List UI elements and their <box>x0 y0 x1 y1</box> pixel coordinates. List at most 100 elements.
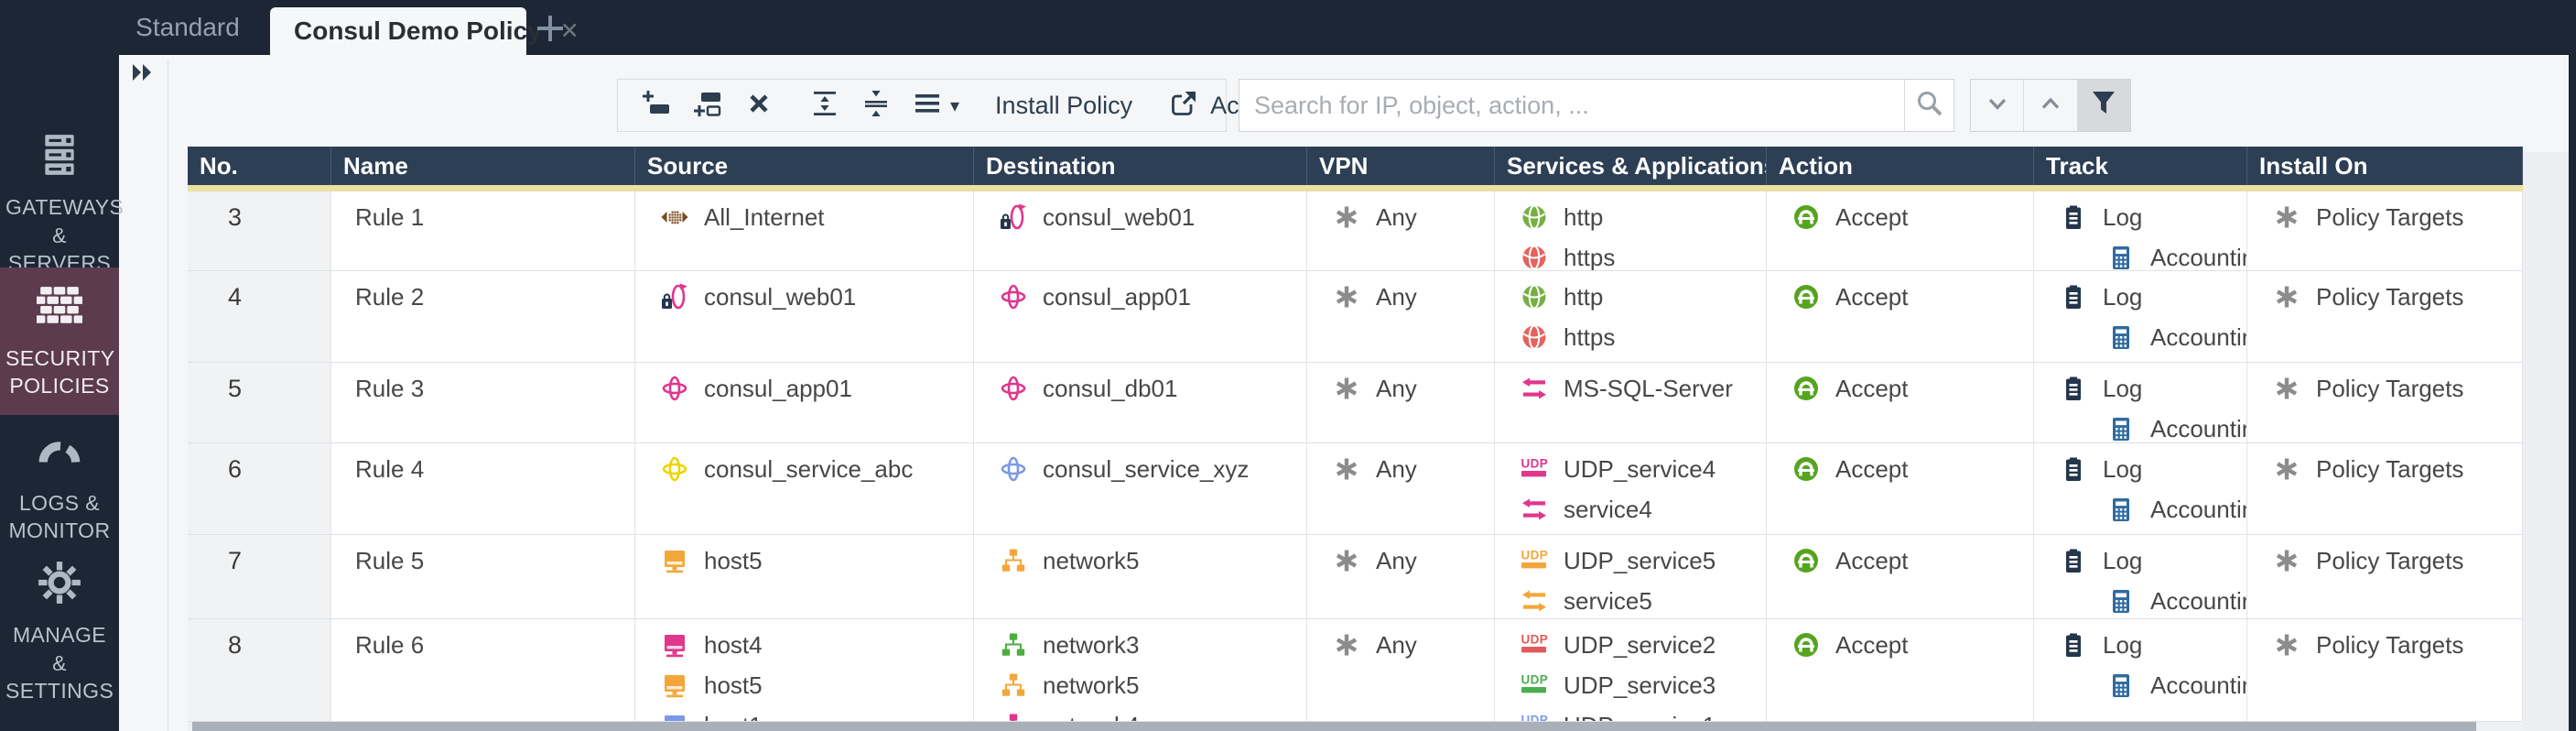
track-object-label[interactable]: Accounting <box>2150 495 2246 523</box>
source-cell[interactable]: consul_service_abc <box>635 443 974 534</box>
destination-object-label[interactable]: consul_web01 <box>1043 202 1196 231</box>
source-cell[interactable]: All_Internet <box>635 191 974 270</box>
tab-consul-demo-policy[interactable]: Consul Demo Policy ✕ <box>270 7 579 55</box>
track-cell[interactable]: LogAccounting <box>2034 363 2247 442</box>
track-cell[interactable]: LogAccounting <box>2034 443 2247 534</box>
services-object-label[interactable]: service4 <box>1564 495 1652 523</box>
vpn-cell[interactable]: Any <box>1307 619 1495 721</box>
source-object-label[interactable]: host5 <box>704 546 763 574</box>
destination-object-label[interactable]: consul_service_xyz <box>1043 454 1250 483</box>
filter-button[interactable] <box>2076 80 2130 131</box>
vertical-scrollbar[interactable] <box>2523 152 2569 731</box>
services-object-label[interactable]: service5 <box>1564 586 1652 615</box>
source-object-label[interactable]: consul_service_abc <box>704 454 914 483</box>
source-object-label[interactable]: host4 <box>704 630 763 659</box>
add-rule-below-button[interactable] <box>682 83 733 127</box>
delete-rule-button[interactable] <box>733 83 785 127</box>
track-object-label[interactable]: Log <box>2103 546 2143 574</box>
track-object-label[interactable]: Log <box>2103 282 2143 311</box>
install-policy-button[interactable]: Install Policy <box>995 91 1133 119</box>
track-object-label[interactable]: Log <box>2103 374 2143 402</box>
services-object-label[interactable]: UDP_service5 <box>1564 546 1716 574</box>
column-header-install-on[interactable]: Install On <box>2247 147 2523 185</box>
track-object-label[interactable]: Log <box>2103 454 2143 483</box>
rule-number-cell[interactable]: 5 <box>188 363 331 442</box>
destination-cell[interactable]: consul_web01 <box>974 191 1307 270</box>
services-object-label[interactable]: UDP_service4 <box>1564 454 1716 483</box>
vpn-object-label[interactable]: Any <box>1376 282 1417 311</box>
rule-number-cell[interactable]: 7 <box>188 535 331 618</box>
column-header-no[interactable]: No. <box>188 147 331 185</box>
track-object-label[interactable]: Log <box>2103 202 2143 231</box>
column-header-track[interactable]: Track <box>2034 147 2247 185</box>
rule-name-cell[interactable]: Rule 2 <box>331 271 635 362</box>
vpn-object-label[interactable]: Any <box>1376 454 1417 483</box>
action-cell[interactable]: Accept <box>1767 363 2034 442</box>
source-object-label[interactable]: All_Internet <box>704 202 825 231</box>
services-object-label[interactable]: UDP_service2 <box>1564 630 1716 659</box>
services-cell[interactable]: MS-SQL-Server <box>1495 363 1767 442</box>
sidebar-item-manage[interactable]: MANAGE & SETTINGS <box>0 557 119 708</box>
source-cell[interactable]: consul_app01 <box>635 363 974 442</box>
track-object-label[interactable]: Accounting <box>2150 322 2246 351</box>
vpn-cell[interactable]: Any <box>1307 363 1495 442</box>
column-header-action[interactable]: Action <box>1767 147 2034 185</box>
action-cell[interactable]: Accept <box>1767 191 2034 270</box>
vpn-object-label[interactable]: Any <box>1376 202 1417 231</box>
column-header-services-applications[interactable]: Services & Applications <box>1495 147 1767 185</box>
services-object-label[interactable]: UDP_service3 <box>1564 671 1716 699</box>
services-object-label[interactable]: UDP_service1 <box>1564 712 1716 722</box>
track-cell[interactable]: LogAccounting <box>2034 535 2247 618</box>
sidebar-item-logs[interactable]: LOGS & MONITOR <box>0 415 119 557</box>
services-cell[interactable]: UDPUDP_service2UDPUDP_service3UDPUDP_ser… <box>1495 619 1767 721</box>
source-cell[interactable]: host5 <box>635 535 974 618</box>
find-next-button[interactable] <box>1971 80 2023 131</box>
track-object-label[interactable]: Accounting <box>2150 671 2246 699</box>
destination-cell[interactable]: network5 <box>974 535 1307 618</box>
expand-all-button[interactable] <box>850 83 902 127</box>
track-cell[interactable]: LogAccounting <box>2034 619 2247 721</box>
install-object-label[interactable]: Policy Targets <box>2316 454 2464 483</box>
rule-name-cell[interactable]: Rule 4 <box>331 443 635 534</box>
install-object-label[interactable]: Policy Targets <box>2316 202 2464 231</box>
destination-cell[interactable]: consul_app01 <box>974 271 1307 362</box>
destination-object-label[interactable]: consul_db01 <box>1043 374 1178 402</box>
action-cell[interactable]: Accept <box>1767 535 2034 618</box>
destination-cell[interactable]: network3network5network4 <box>974 619 1307 721</box>
source-object-label[interactable]: consul_app01 <box>704 374 852 402</box>
action-object-label[interactable]: Accept <box>1835 282 1909 311</box>
track-object-label[interactable]: Accounting <box>2150 586 2246 615</box>
view-options-button[interactable]: ▾ <box>902 83 969 127</box>
install-cell[interactable]: Policy Targets <box>2247 271 2523 362</box>
action-cell[interactable]: Accept <box>1767 443 2034 534</box>
column-header-name[interactable]: Name <box>331 147 635 185</box>
find-previous-button[interactable] <box>2023 80 2076 131</box>
services-object-label[interactable]: https <box>1564 322 1616 351</box>
rule-number-cell[interactable]: 3 <box>188 191 331 270</box>
action-object-label[interactable]: Accept <box>1835 546 1909 574</box>
action-object-label[interactable]: Accept <box>1835 202 1909 231</box>
destination-object-label[interactable]: network3 <box>1043 630 1140 659</box>
track-object-label[interactable]: Accounting <box>2150 414 2246 442</box>
vpn-object-label[interactable]: Any <box>1376 374 1417 402</box>
services-object-label[interactable]: https <box>1564 243 1616 271</box>
destination-object-label[interactable]: consul_app01 <box>1043 282 1191 311</box>
destination-object-label[interactable]: network5 <box>1043 546 1140 574</box>
install-cell[interactable]: Policy Targets <box>2247 363 2523 442</box>
source-object-label[interactable]: consul_web01 <box>704 282 857 311</box>
destination-cell[interactable]: consul_service_xyz <box>974 443 1307 534</box>
new-tab-button[interactable] <box>535 13 566 44</box>
install-cell[interactable]: Policy Targets <box>2247 443 2523 534</box>
install-object-label[interactable]: Policy Targets <box>2316 546 2464 574</box>
action-object-label[interactable]: Accept <box>1835 374 1909 402</box>
install-object-label[interactable]: Policy Targets <box>2316 630 2464 659</box>
rule-name-cell[interactable]: Rule 1 <box>331 191 635 270</box>
services-object-label[interactable]: MS-SQL-Server <box>1564 374 1733 402</box>
